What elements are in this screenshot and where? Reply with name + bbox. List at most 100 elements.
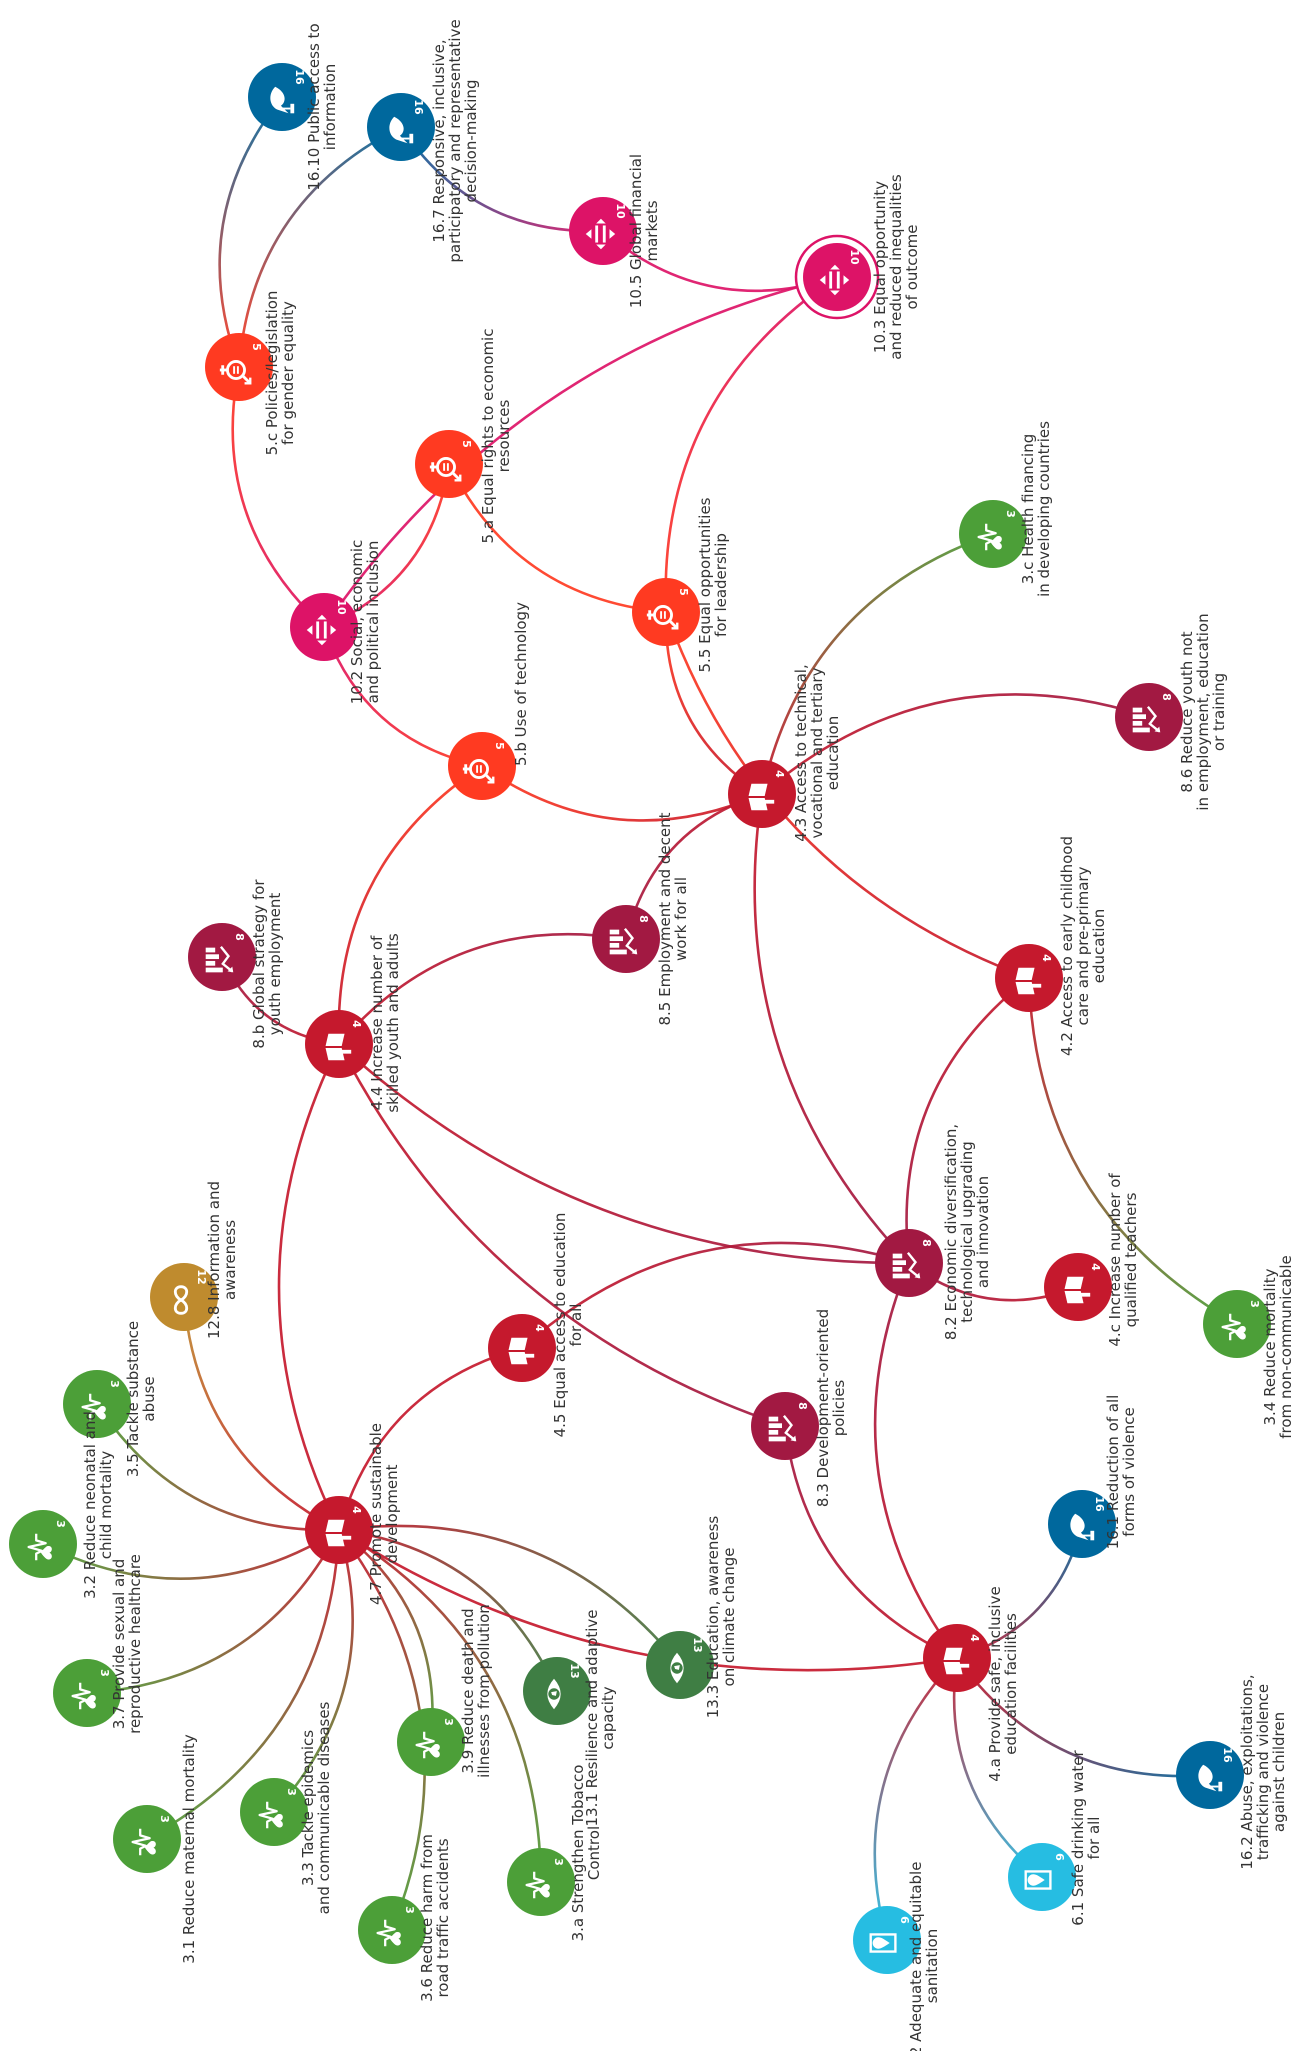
- heartbeat-icon: 3: [376, 1906, 416, 1947]
- edge-3-5-to-4-7: [95, 1402, 341, 1532]
- edge-4-2-to-8-2: [905, 976, 1031, 1265]
- label-line: decision-making: [462, 80, 480, 203]
- edge-5-b-to-4-4: [337, 764, 484, 1046]
- gender-equality-icon: 5: [219, 343, 263, 385]
- label-line: development: [383, 1464, 401, 1563]
- label-line: for leadership: [712, 533, 730, 637]
- goal-8-circle: [751, 1392, 819, 1460]
- node-label-3-a: 3.a Strengthen TobaccoControl: [569, 1765, 603, 1942]
- goal-number: 5: [677, 588, 690, 596]
- label-line: abuse: [140, 1376, 158, 1421]
- node-3-a[interactable]: 3 3.a Strengthen TobaccoControl: [507, 1765, 603, 1942]
- label-line: from non-communicable: [1277, 1255, 1295, 1438]
- label-line: and communicable diseases: [315, 1701, 333, 1914]
- goal-number: 3: [552, 1858, 565, 1866]
- edge-4-a-to-16-2: [955, 1656, 1212, 1778]
- label-line: 3.1 Reduce maternal mortality: [180, 1734, 198, 1964]
- goal-number: 4: [1040, 954, 1053, 962]
- label-line: 3.2 Reduce neonatal and: [81, 1411, 99, 1599]
- label-line: for gender equality: [279, 301, 297, 445]
- goal-number: 10: [848, 249, 861, 265]
- goal-number: 16: [412, 99, 425, 115]
- goal-number: 10: [335, 599, 348, 615]
- label-line: information: [321, 64, 339, 151]
- label-line: 12.8 Information and: [205, 1181, 223, 1339]
- goal-number: 8: [233, 933, 246, 941]
- node-6-2[interactable]: 66.2 Adequate and equitablesanitation: [853, 1862, 941, 2051]
- goal-number: 13: [568, 1663, 581, 1678]
- goal-number: 8: [796, 1402, 809, 1410]
- label-line: 16.2 Abuse, exploitations,: [1238, 1674, 1256, 1869]
- goal-6-circle: [1008, 1843, 1076, 1911]
- label-line: against children: [1270, 1712, 1288, 1832]
- goal-8-circle: [592, 905, 660, 973]
- goal-number: 4: [533, 1324, 546, 1332]
- heartbeat-icon: 3: [415, 1718, 455, 1759]
- node-label-5-b: 5.b Use of technology: [512, 602, 530, 766]
- eye-globe-icon: 13: [547, 1663, 581, 1710]
- goal-5-circle: [448, 732, 516, 800]
- label-line: work for all: [672, 877, 690, 961]
- label-line: of outcome: [903, 224, 921, 309]
- dove-gavel-icon: 16: [270, 69, 306, 114]
- node-3-1[interactable]: 3 3.1 Reduce maternal mortality: [113, 1734, 198, 1964]
- label-line: 6.2 Adequate and equitable: [907, 1862, 925, 2051]
- node-label-3-1: 3.1 Reduce maternal mortality: [180, 1734, 198, 1964]
- label-line: in developing countries: [1035, 421, 1053, 597]
- label-line: qualified teachers: [1122, 1192, 1140, 1327]
- label-line: 16.1 Reduction of all: [1104, 1395, 1122, 1550]
- label-line: 4.7 Promote sustainable: [367, 1423, 385, 1605]
- book-icon: 4: [1064, 1263, 1102, 1304]
- goal-number: 4: [1089, 1263, 1102, 1271]
- label-line: 8.6 Reduce youth not: [1178, 631, 1196, 792]
- node-label-8-6: 8.6 Reduce youth notin employment, educa…: [1178, 613, 1228, 810]
- heartbeat-icon: 3: [27, 1520, 67, 1561]
- goal-number: 5: [250, 343, 263, 351]
- goal-5-circle: [415, 430, 483, 498]
- goal-number: 3: [108, 1380, 121, 1388]
- label-line: 4.a Provide safe, inclusive: [986, 1586, 1004, 1781]
- goal-number: 3: [158, 1815, 171, 1823]
- label-line: 4.2 Access to early childhood: [1058, 836, 1076, 1056]
- growth-chart-icon: 8: [768, 1402, 809, 1442]
- label-line: vocational and tertiary: [808, 667, 826, 838]
- goal-number: 4: [350, 1020, 363, 1028]
- edge-5-c-to-10-2: [231, 365, 326, 629]
- node-label-16-2: 16.2 Abuse, exploitations,trafficking an…: [1238, 1674, 1288, 1869]
